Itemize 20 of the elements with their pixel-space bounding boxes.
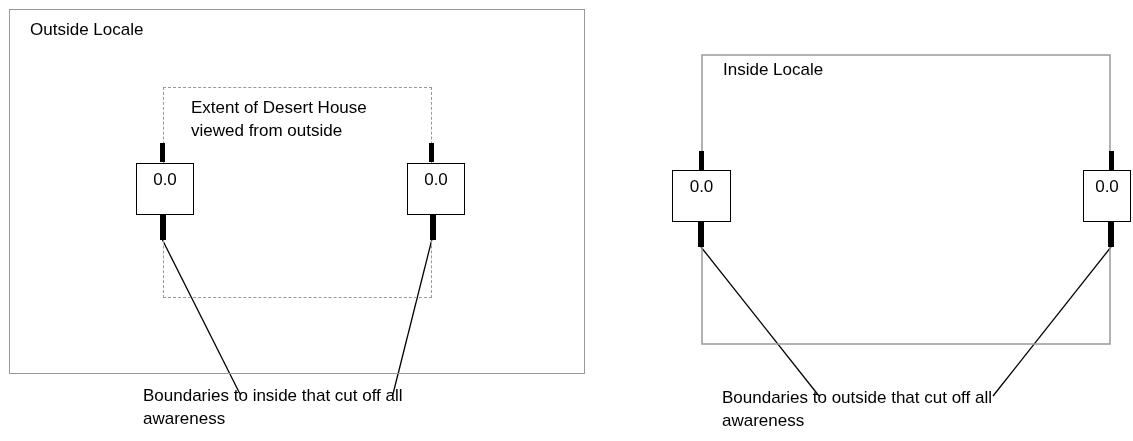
value-label: 0.0 — [688, 176, 715, 198]
value-label: 0.0 — [1094, 176, 1120, 198]
locale-frame — [9, 9, 585, 374]
boundary-bar — [1108, 222, 1114, 247]
region-label: Inside Locale — [723, 59, 824, 81]
value-box — [1083, 170, 1131, 222]
value-box — [136, 163, 194, 215]
boundary-bar — [698, 222, 704, 247]
leader-line — [992, 246, 1112, 397]
callout-text: Boundaries to inside that cut off all awareness — [143, 385, 404, 430]
leader-line — [161, 238, 241, 395]
callout-text: Boundaries to outside that cut off all awareness — [722, 387, 993, 432]
value-label: 0.0 — [423, 169, 449, 191]
region-label: Outside Locale — [30, 19, 144, 41]
value-label: 0.0 — [152, 169, 178, 191]
value-box — [407, 163, 465, 215]
leader-line — [700, 246, 820, 397]
value-box — [672, 170, 731, 222]
boundary-bar — [160, 215, 166, 240]
boundary-bar — [430, 215, 436, 240]
